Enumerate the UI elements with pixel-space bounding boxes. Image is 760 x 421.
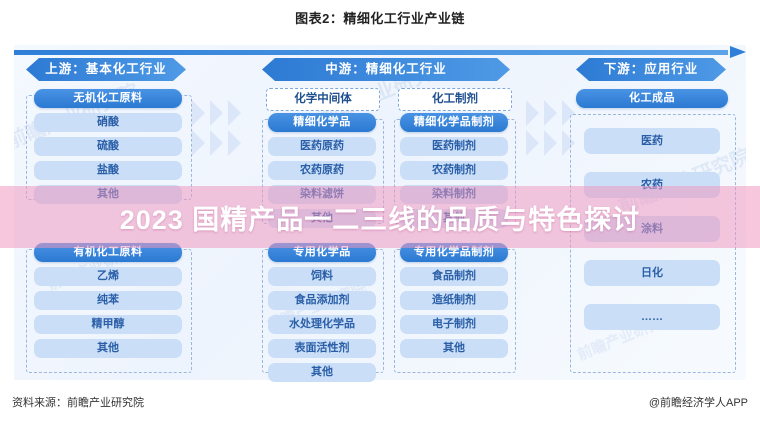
chevron-right-icon [210,130,223,156]
list-item[interactable]: 精甲醇 [34,315,182,334]
column-caption-intermediates: 化学中间体 [266,88,380,111]
chevron-right-icon [544,100,557,126]
chevron-right-icon [562,100,575,126]
list-item[interactable]: 医药原药 [268,137,376,156]
list-item[interactable]: 表面活性剂 [268,339,376,358]
list-item[interactable]: 水处理化学品 [268,315,376,334]
group-finished-products: 化工成品 [576,89,728,108]
list-item[interactable]: 农药原药 [268,161,376,180]
list-item[interactable]: 食品制剂 [400,267,508,286]
chevron-right-icon [228,130,241,156]
list-item[interactable]: 其他 [400,339,508,358]
flow-arrow-line [14,50,728,55]
group-organic: 有机化工原料 乙烯 纯苯 精甲醇 其他 [34,243,182,358]
list-item[interactable]: 硝酸 [34,113,182,132]
overlay-banner-text: 2023 国精产品一二三线的品质与特色探讨 [119,204,641,235]
group-specialty-chemicals: 专用化学品 饲料 食品添加剂 水处理化学品 表面活性剂 其他 [268,243,376,382]
chevron-right-icon [192,130,205,156]
list-item[interactable]: 医药制剂 [400,137,508,156]
group-header-finished-products: 化工成品 [576,89,728,108]
list-item[interactable]: 乙烯 [34,267,182,286]
section-ribbon-midstream: 中游：精细化工行业 [262,58,510,81]
overlay-banner: 2023 国精产品一二三线的品质与特色探讨 [0,186,760,248]
list-item[interactable]: …… [584,304,720,330]
app-watermark-label: @前瞻经济学人APP [648,397,748,409]
group-header-fine-chemical-formulations: 精细化学品制剂 [400,113,508,132]
chevron-right-icon [526,130,539,156]
list-item[interactable]: 电子制剂 [400,315,508,334]
flow-arrow-bar [14,46,746,58]
list-item[interactable]: 其他 [268,363,376,382]
section-ribbon-upstream: 上游：基本化工行业 [26,58,186,81]
chevron-right-icon [228,100,241,126]
list-item[interactable]: 造纸制剂 [400,291,508,310]
chevron-right-icon [192,100,205,126]
chevron-right-icon [544,130,557,156]
list-item[interactable]: 日化 [584,260,720,286]
list-item[interactable]: 医药 [584,128,720,154]
list-item[interactable]: 纯苯 [34,291,182,310]
list-item[interactable]: 食品添加剂 [268,291,376,310]
list-item[interactable]: 盐酸 [34,161,182,180]
group-header-fine-chemicals: 精细化学品 [268,113,376,132]
chevron-right-icon [562,130,575,156]
group-specialty-chemical-formulations: 专用化学品制剂 食品制剂 造纸制剂 电子制剂 其他 [400,243,508,358]
group-header-inorganic: 无机化工原料 [34,89,182,108]
chevron-right-icon [210,100,223,126]
list-item[interactable]: 饲料 [268,267,376,286]
flow-arrow-tip [730,46,746,58]
list-item[interactable]: 硫酸 [34,137,182,156]
page-title: 图表2：精细化工行业产业链 [295,11,465,26]
section-ribbon-downstream: 下游：应用行业 [576,58,726,81]
chevron-right-icon [526,100,539,126]
column-caption-formulations: 化工制剂 [398,88,512,111]
list-item[interactable]: 其他 [34,339,182,358]
source-label: 资料来源：前瞻产业研究院 [12,397,144,409]
list-item[interactable]: 农药制剂 [400,161,508,180]
